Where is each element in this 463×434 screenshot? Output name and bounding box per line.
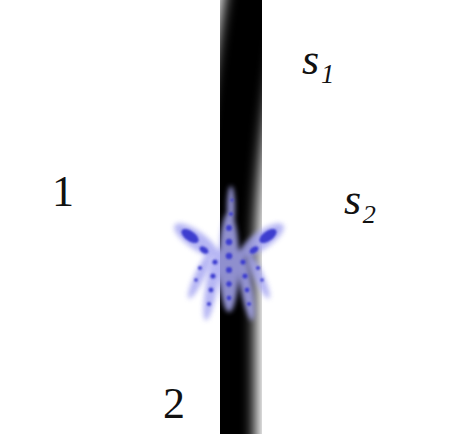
port-number: 2 <box>163 382 185 426</box>
waveguide-bands <box>28 0 463 434</box>
curved-waveguide <box>226 0 256 434</box>
field-pattern <box>170 186 289 321</box>
port-number: 1 <box>52 170 74 214</box>
output-port-label: s₁ <box>302 38 334 82</box>
output-port-label: s₂ <box>344 178 376 222</box>
